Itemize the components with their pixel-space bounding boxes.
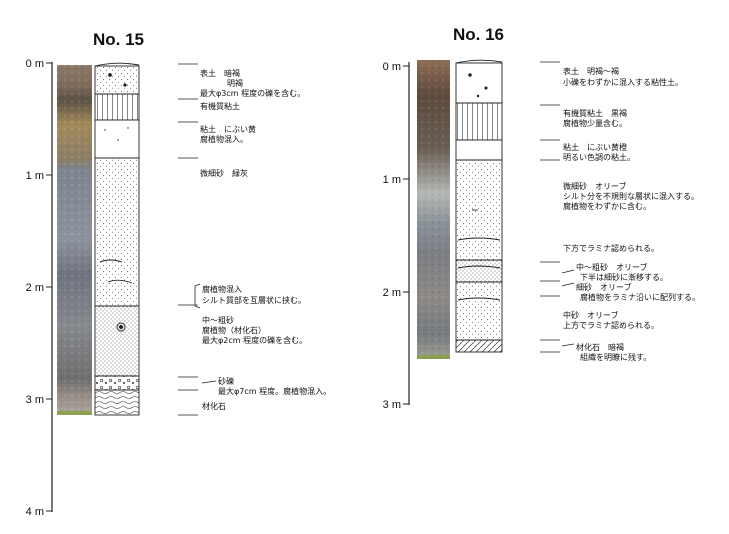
core-photo-no15 [57,65,92,415]
column-title-no16: No. 16 [453,25,504,44]
annotation-no16-medium-sand-2: 上方でラミナ認められる。 [563,320,659,330]
annotation-no16-organic-clay: 有機質粘土 黒褐 [563,108,627,118]
depth-tick-0m: 0 m [383,61,401,73]
annotation-no16-clay: 粘土 にぶい黄橙 [563,142,627,152]
depth-tick-2m: 2 m [26,282,44,294]
depth-tick-0m: 0 m [26,58,44,70]
schematic-log-no16 [455,59,503,353]
annotation-no15-coarse-sand-3: 最大φ2cm 程度の礫を含む。 [202,335,307,345]
annotation-no16-coarse-sand: 中～粗砂 オリーブ [576,262,648,272]
annotation-no16-fine-sand-b-2: 腐植物をラミナ沿いに配列する。 [580,292,700,302]
annotation-no16-lamina-below: 下方でラミナ認められる。 [563,243,659,253]
annotation-no15-clay-2: 腐植物混入。 [200,134,248,144]
column-no15: No. 15 0 m 1 m 2 m 3 m 4 m [26,30,331,518]
annotation-no16-medium-sand: 中砂 オリーブ [563,310,619,320]
column-no16: No. 16 0 m 1 m 2 m 3 m [383,25,700,411]
annotations-no16: 表土 明褐～褐 小礫をわずかに混入する粘性土。 有機質粘土 黒褐 腐植物少量含む… [563,66,700,362]
annotation-no16-topsoil: 表土 明褐～褐 [563,66,619,76]
annotation-no16-fine-sand-2: シルト分を不規則な層状に混入する。 [563,191,699,201]
leader-lines-no15 [178,63,217,416]
annotation-no15-wood-fossil: 材化石 [202,401,226,411]
depth-scale-no16: 0 m 1 m 2 m 3 m [383,61,410,411]
depth-tick-3m: 3 m [383,399,401,411]
annotation-no16-fine-sand: 微細砂 オリーブ [563,181,627,191]
annotation-no16-clay-2: 明るい色調の粘土。 [563,152,635,162]
annotation-no15-silt-layers: シルト質部を互層状に挟む。 [202,295,306,305]
annotation-no16-wood-fossil-2: 組織を明瞭に残す。 [580,352,651,362]
column-title-no15: No. 15 [93,30,144,49]
annotation-no15-topsoil-3: 最大φ3cm 程度の礫を含む。 [200,88,305,98]
annotation-no16-topsoil-2: 小礫をわずかに混入する粘性土。 [563,77,683,87]
annotation-no16-organic-clay-2: 腐植物少量含む。 [563,118,627,128]
annotation-no15-gravel-2: 最大φ7cm 程度。腐植物混入。 [218,386,331,396]
annotation-no15-organic-clay: 有機質粘土 [200,101,240,111]
annotation-no15-gravel: 砂礫 [218,376,234,386]
annotation-no15-clay: 粘土 にぶい黄 [200,124,256,134]
core-photo-no16 [417,60,450,359]
annotation-no16-coarse-sand-2: 下半は細砂に漸移する。 [580,272,668,282]
depth-tick-1m: 1 m [383,174,401,186]
annotation-no15-organic-mix: 腐植物混入 [202,284,242,294]
depth-tick-2m: 2 m [383,287,401,299]
annotation-no15-coarse-sand: 中～粗砂 [202,315,234,325]
depth-scale-no15: 0 m 1 m 2 m 3 m 4 m [26,58,53,518]
annotations-no15: 表土 暗褐 明褐 最大φ3cm 程度の礫を含む。 有機質粘土 粘土 にぶい黄 腐… [200,68,331,411]
annotation-no15-topsoil-2: 明褐 [227,78,243,88]
leader-lines-no16 [540,61,575,353]
annotation-no15-coarse-sand-2: 腐植物（材化石） [202,325,266,335]
annotation-no15-fine-sand: 微細砂 緑灰 [200,168,248,178]
annotation-no16-fine-sand-b: 細砂 オリーブ [576,282,632,292]
annotation-no16-fine-sand-3: 腐植物をわずかに含む。 [563,201,651,211]
depth-tick-3m: 3 m [26,394,44,406]
depth-tick-1m: 1 m [26,170,44,182]
depth-tick-4m: 4 m [26,506,44,518]
annotation-no16-wood-fossil: 材化石 暗褐 [576,342,624,352]
schematic-log-no15 [94,62,140,416]
annotation-no15-topsoil: 表土 暗褐 [200,68,240,78]
